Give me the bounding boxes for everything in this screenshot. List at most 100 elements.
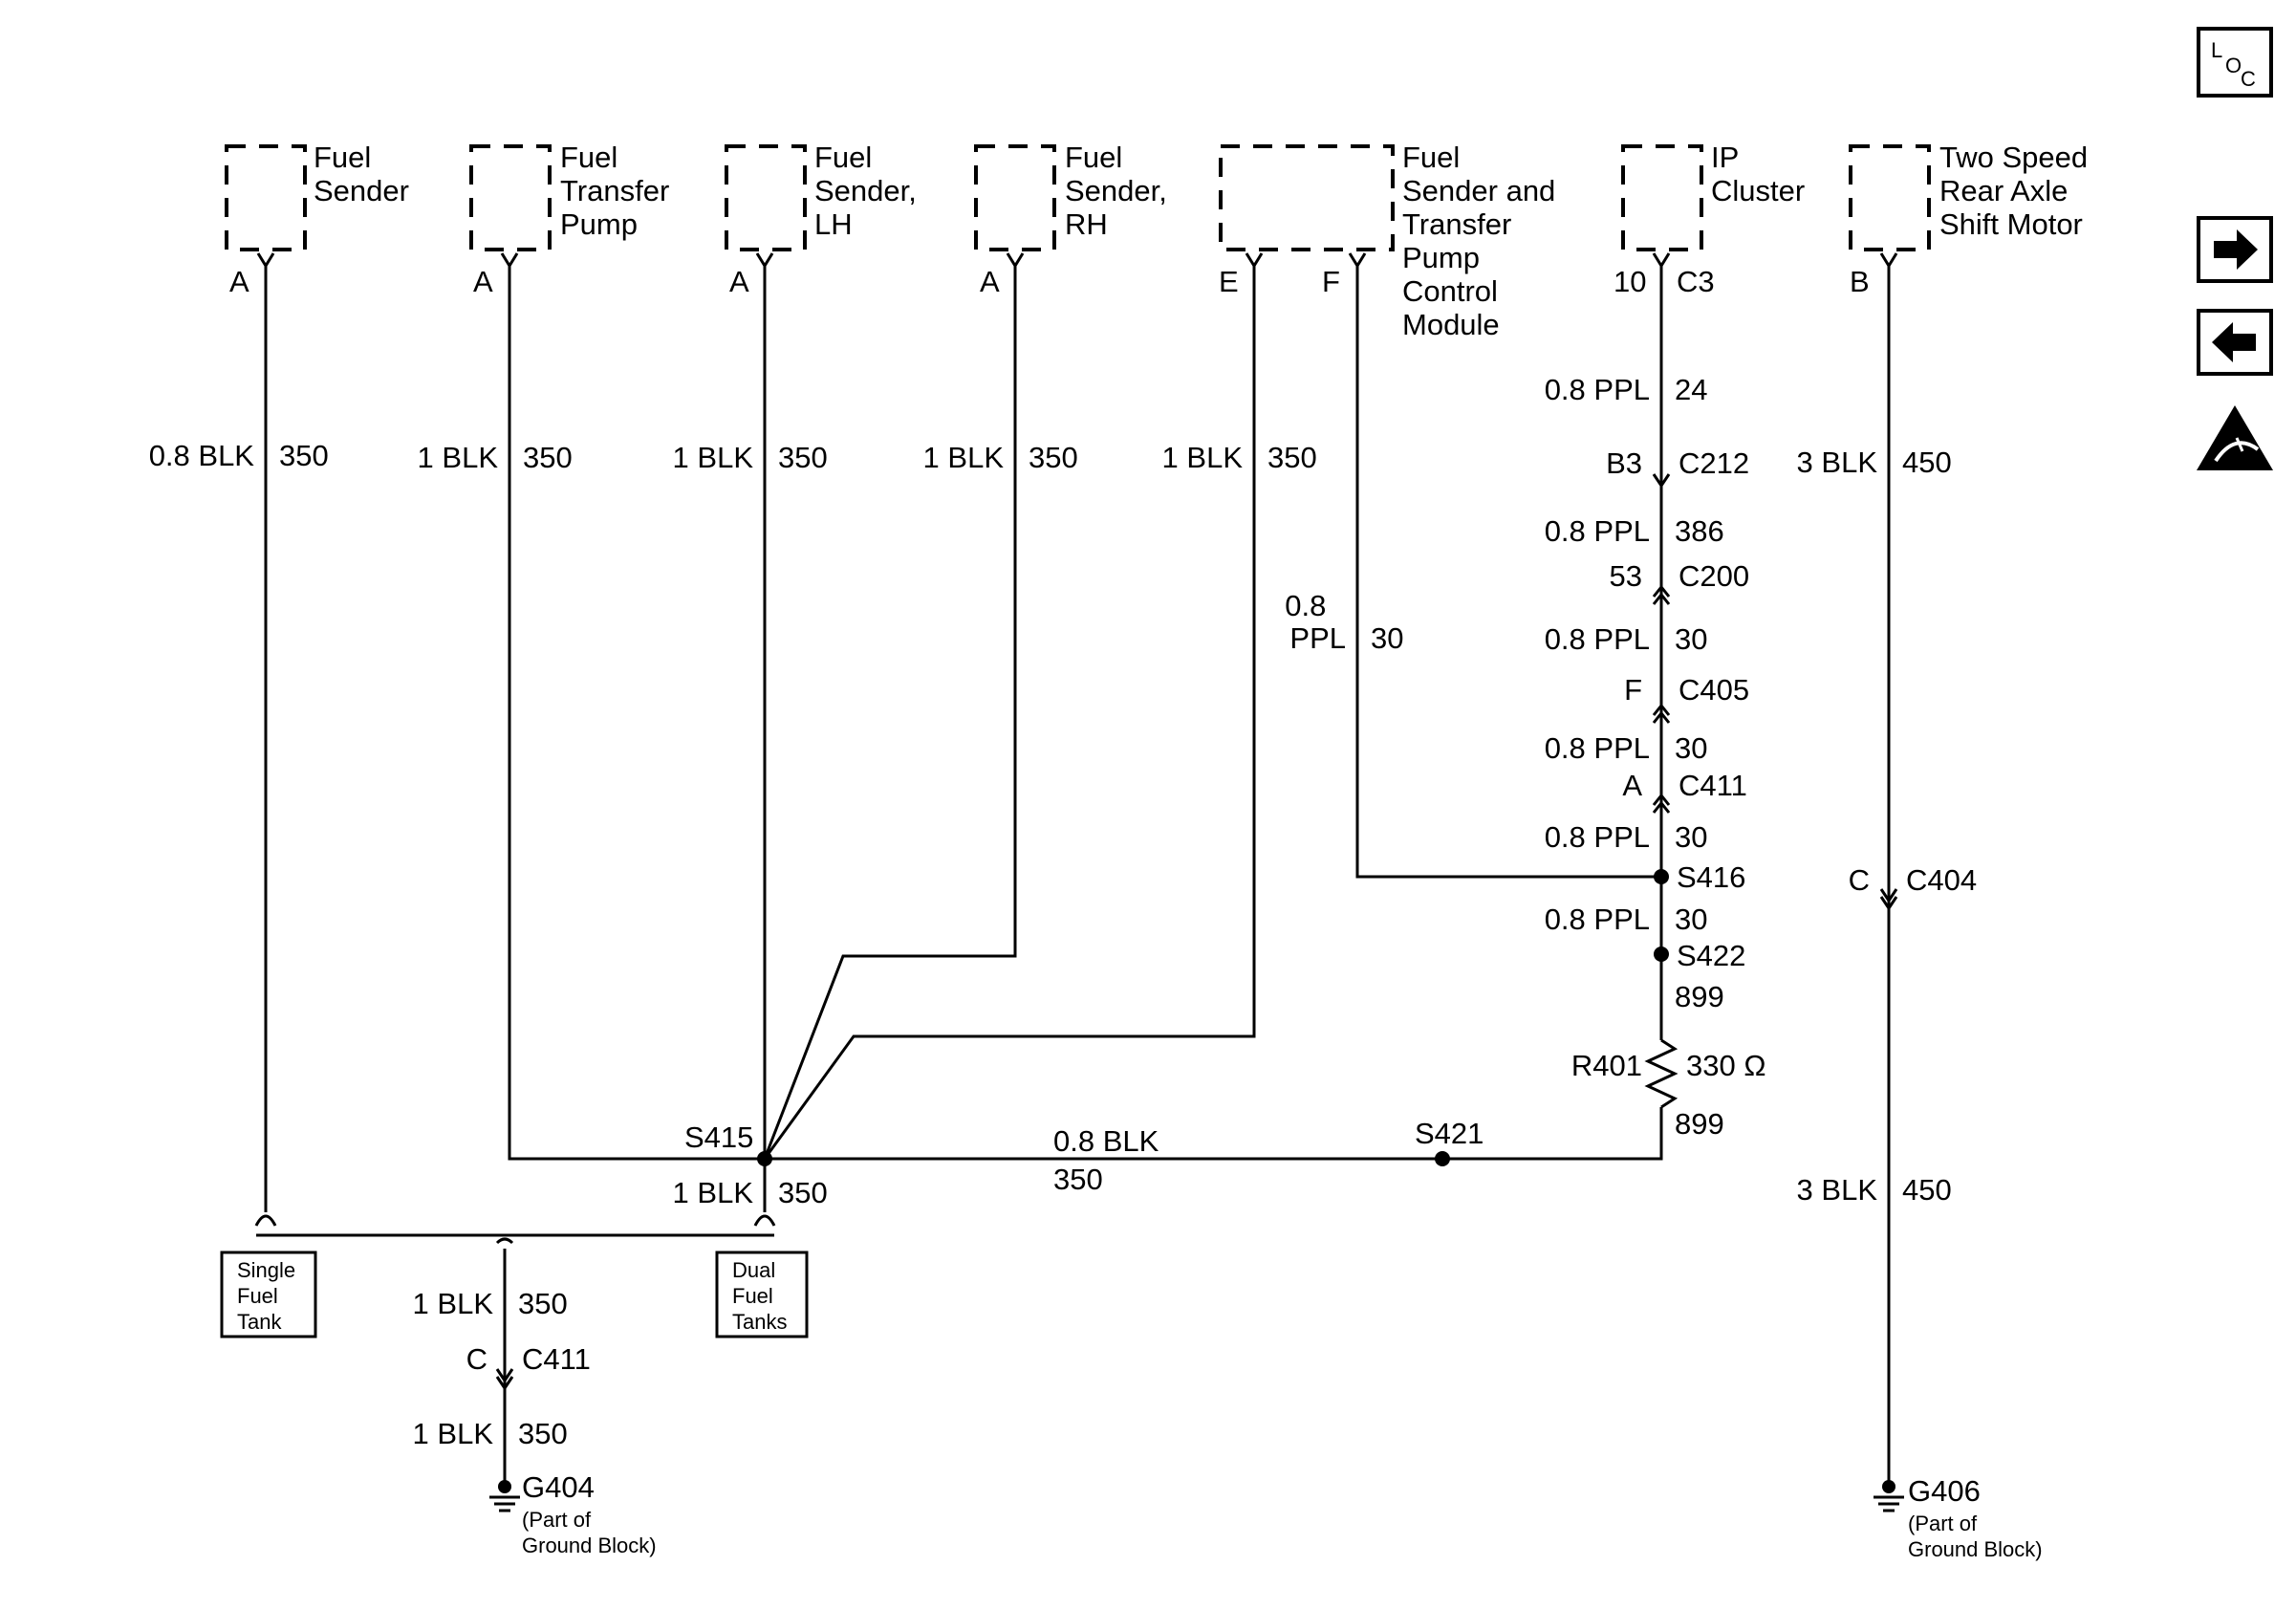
ip-cluster-label: IP Cluster: [1711, 141, 1805, 207]
fuel-sender-box: [225, 144, 307, 251]
ground-note-g404: (Part of Ground Block): [522, 1508, 657, 1557]
connector-c212: [1652, 473, 1671, 489]
control-module-label: Fuel Sender and Transfer Pump Control Mo…: [1402, 141, 1564, 341]
fuel-sender-rh-label: Fuel Sender, RH: [1065, 141, 1176, 241]
wire-gauge: 0.8 PPL: [1545, 373, 1650, 406]
wire-circuit: 450: [1902, 1173, 1952, 1207]
wire-circuit: 350: [523, 441, 573, 474]
wire-gauge: 1 BLK: [418, 441, 499, 474]
loc-icon[interactable]: L O C: [2197, 27, 2273, 98]
connector-label: C3: [1677, 265, 1715, 298]
wire-gauge: 0.8 BLK: [149, 439, 255, 472]
pin-label: A: [229, 265, 249, 298]
wire-gauge: 0.8 PPL: [1545, 903, 1650, 936]
pin-label: B: [1850, 265, 1870, 298]
wire-circuit: 350: [279, 439, 329, 472]
pin-terminal: [256, 252, 275, 269]
ip-cluster-box: [1621, 144, 1703, 251]
pin-label: F: [1322, 265, 1340, 298]
wire-circuit: 350: [1029, 441, 1078, 474]
wire-circuit: 30: [1675, 903, 1707, 936]
pin-terminal: [1348, 252, 1367, 269]
wire-circuit: 350: [518, 1417, 568, 1450]
wire-gauge: 1 BLK: [1162, 441, 1244, 474]
fuel-transfer-pump-box: [469, 144, 552, 251]
pin-terminal: [755, 252, 774, 269]
wire-circuit: 350: [778, 1176, 828, 1209]
ground-g404-symbol: [489, 1480, 520, 1512]
ground-label-g406: G406: [1908, 1474, 1981, 1508]
wire-circuit: 350: [1267, 441, 1317, 474]
wire-break: [254, 1214, 277, 1227]
loc-icon-letter: L: [2211, 38, 2222, 62]
pin-terminal: [500, 252, 519, 269]
ground-g406-symbol: [1874, 1480, 1904, 1512]
wire-gauge: 0.8 PPL: [1545, 622, 1650, 656]
loc-icon-letter: C: [2241, 67, 2256, 91]
splice-s422: [1654, 946, 1669, 962]
wire-s421: [765, 1107, 1663, 1161]
wire-circuit: 350: [778, 441, 828, 474]
pin-terminal: [1652, 252, 1671, 269]
connector-c405: [1652, 703, 1671, 724]
ground-note-g406: (Part of Ground Block): [1908, 1512, 2043, 1561]
option-dual-label: Dual Fuel Tanks: [732, 1258, 787, 1334]
splice-label: S421: [1415, 1117, 1484, 1150]
splice-label: S415: [684, 1120, 753, 1154]
control-module-box: [1219, 144, 1395, 251]
splice-s416: [1654, 869, 1669, 884]
connector-label: C200: [1679, 559, 1749, 593]
arrow-left-icon[interactable]: [2197, 309, 2273, 376]
wire-gauge: 0.8 PPL: [1545, 820, 1650, 854]
wire-break: [753, 1214, 776, 1227]
wire-gauge: 1 BLK: [413, 1417, 494, 1450]
pin-label: E: [1219, 265, 1239, 298]
wire-circuit: 30: [1675, 622, 1707, 656]
wire-circuit: 386: [1675, 514, 1724, 548]
ground-label-g404: G404: [522, 1470, 595, 1504]
wire-gauge: 3 BLK: [1797, 1173, 1878, 1207]
option-dual-fuel-tanks: [715, 1251, 809, 1338]
pin-label: A: [729, 265, 749, 298]
wire-gauge: 0.8 PPL: [1285, 589, 1346, 655]
fuel-sender-lh-label: Fuel Sender, LH: [814, 141, 925, 241]
fuel-sender-rh-box: [974, 144, 1056, 251]
fuel-sender-lh-box: [725, 144, 807, 251]
wire-circuit: 350: [518, 1287, 568, 1320]
option-single-fuel-tank: [220, 1251, 317, 1338]
wire-gauge: 3 BLK: [1797, 446, 1878, 479]
resistor-value: 330 Ω: [1686, 1049, 1766, 1082]
wire-module-f: [1355, 266, 1661, 879]
pin-label: 10: [1614, 265, 1646, 298]
wire-circuit: 24: [1675, 373, 1707, 406]
connector-pin: 53: [1610, 559, 1642, 593]
wire-gauge: 1 BLK: [923, 441, 1005, 474]
wire-circuit: 899: [1675, 980, 1724, 1013]
splice-s415: [757, 1151, 772, 1166]
connector-label: C405: [1679, 673, 1749, 707]
arrow-right-icon[interactable]: [2197, 216, 2273, 283]
connector-label: C404: [1906, 863, 1977, 897]
resistor-r401: [1644, 1038, 1679, 1109]
wire-module-e: [763, 266, 1256, 1160]
splice-label: S422: [1677, 939, 1745, 972]
wire-circuit: 30: [1675, 731, 1707, 765]
wire-gauge: 1 BLK: [413, 1287, 494, 1320]
loc-icon-letter: O: [2225, 54, 2242, 77]
pin-label: A: [473, 265, 493, 298]
fuel-sender-label: Fuel Sender: [314, 141, 409, 207]
wire-circuit: 30: [1371, 621, 1403, 655]
pin-label: A: [980, 265, 1000, 298]
connector-pin: C: [466, 1342, 487, 1376]
wire-break: [495, 1237, 514, 1245]
wire-sender-rh: [763, 266, 1017, 1160]
wire-circuit: 30: [1675, 820, 1707, 854]
wire-gauge: 0.8 PPL: [1545, 731, 1650, 765]
connector-pin: A: [1622, 769, 1642, 802]
splice-s421: [1435, 1151, 1450, 1166]
esd-warning-icon[interactable]: [2197, 405, 2273, 470]
resistor-name: R401: [1571, 1049, 1642, 1082]
connector-c411-ground: [495, 1368, 514, 1391]
connector-label: C411: [522, 1342, 591, 1376]
